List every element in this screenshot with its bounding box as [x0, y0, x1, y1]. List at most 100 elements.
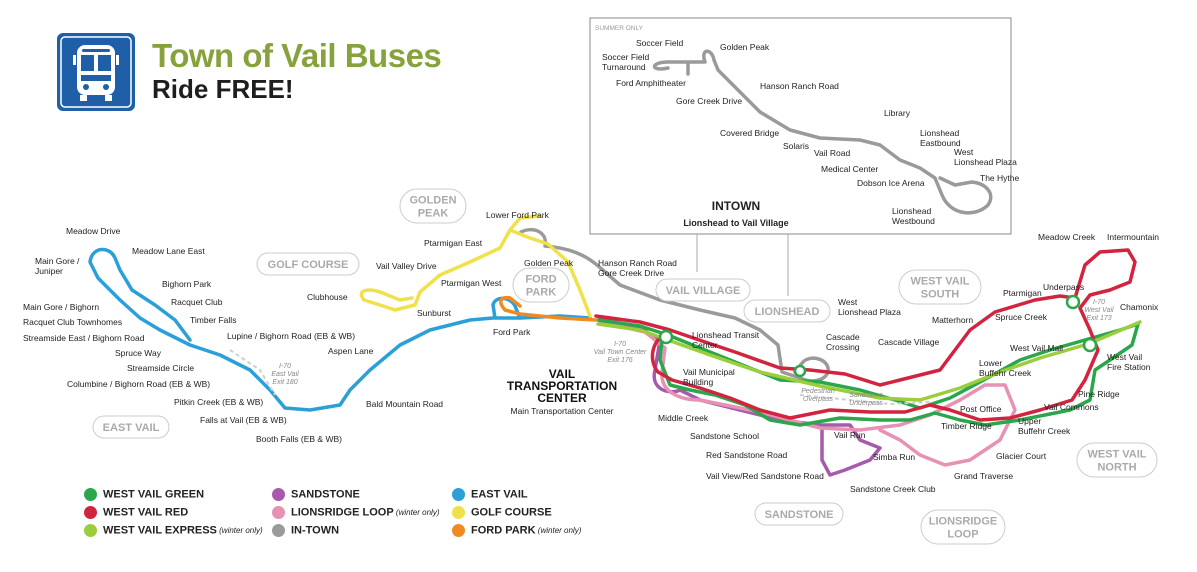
- area-bubble-west-vail-north: [1076, 442, 1158, 478]
- legend-label-golf-course: GOLF COURSE: [471, 506, 552, 519]
- intown-subtitle: Lionshead to Vail Village: [683, 218, 788, 228]
- area-label-lionshead: LIONSHEAD: [755, 306, 820, 318]
- stop-pine-ridge: Pine Ridge: [1078, 389, 1120, 399]
- legend-label-sandstone: SANDSTONE: [291, 488, 360, 501]
- legend-swatch-lionsridge-loop: [272, 506, 285, 519]
- stop-post-office: Post Office: [960, 404, 1002, 414]
- stop-aspen-lane: Aspen Lane: [328, 346, 374, 356]
- area-label-golf-course: GOLF COURSE: [268, 259, 349, 271]
- legend-item-sandstone: SANDSTONE: [272, 488, 360, 501]
- stop-spruce-way: Spruce Way: [115, 348, 162, 358]
- stop-meadow-creek: Meadow Creek: [1038, 232, 1096, 242]
- stop-medical-center: Medical Center: [821, 164, 878, 174]
- stop-cascade-village: Cascade Village: [878, 337, 940, 347]
- transfer-vail-transportation-center: [658, 329, 674, 345]
- stop-vail-view-red-sandstone: Vail View/Red Sandstone Road: [706, 471, 824, 481]
- stop-ptarmigan: Ptarmigan: [1003, 288, 1042, 298]
- stop-meadow-drive: Meadow Drive: [66, 226, 121, 236]
- area-label-sandstone: SANDSTONE: [765, 509, 834, 521]
- legend-note-lionsridge-loop: (winter only): [393, 508, 440, 517]
- area-bubble-east-vail: [92, 415, 170, 439]
- stop-golden-peak: Golden Peak: [524, 258, 574, 268]
- route-west-vail-green: [596, 318, 1140, 427]
- stop-main-gore-juniper: Main Gore /Juniper: [35, 256, 80, 276]
- stop-vail-road: Vail Road: [814, 148, 850, 158]
- stop-sandstone-school: Sandstone School: [690, 431, 759, 441]
- legend-note-west-vail-express: (winter only): [216, 526, 263, 535]
- i70-highway: [229, 349, 931, 406]
- area-bubble-golden-peak: [399, 188, 467, 224]
- stop-soccer-field: Soccer Field: [636, 38, 684, 48]
- transit-center-sub: Main Transportation Center: [511, 406, 614, 416]
- stop-timber-falls: Timber Falls: [190, 315, 236, 325]
- stop-racquet-club-townhomes: Racquet Club Townhomes: [23, 317, 122, 327]
- transfer-west-vail-fire-station: [1082, 337, 1098, 353]
- stop-middle-creek: Middle Creek: [658, 413, 709, 423]
- transfer-underpass: [1065, 294, 1081, 310]
- legend-label-in-town: IN-TOWN: [291, 524, 340, 537]
- legend-swatch-sandstone: [272, 488, 285, 501]
- legend-item-in-town: IN-TOWN: [272, 524, 339, 537]
- legend-label-east-vail: EAST VAIL: [471, 488, 528, 501]
- stop-ptarmigan-east: Ptarmigan East: [424, 238, 483, 248]
- legend-swatch-west-vail-express: [84, 524, 97, 537]
- area-bubble-west-vail-south: [898, 269, 982, 305]
- legend-swatch-west-vail-green: [84, 488, 97, 501]
- stop-bald-mountain-road: Bald Mountain Road: [366, 399, 443, 409]
- stop-pitkin-creek: Pitkin Creek (EB & WB): [174, 397, 263, 407]
- legend-swatch-west-vail-red: [84, 506, 97, 519]
- legend-swatch-golf-course: [452, 506, 465, 519]
- legend-item-ford-park: FORD PARK (winter only): [452, 524, 581, 537]
- stop-the-hythe: The Hythe: [980, 173, 1019, 183]
- stop-sunburst: Sunburst: [417, 308, 452, 318]
- stop-covered-bridge: Covered Bridge: [720, 128, 779, 138]
- stop-hanson-ranch-road-intown: Hanson Ranch Road: [760, 81, 839, 91]
- route-sandstone: [598, 316, 882, 477]
- area-label-vail-village: VAIL VILLAGE: [666, 285, 741, 297]
- legend-swatch-east-vail: [452, 488, 465, 501]
- legend-note-ford-park: (winter only): [535, 526, 582, 535]
- stop-columbine-bighorn: Columbine / Bighorn Road (EB & WB): [67, 379, 210, 389]
- area-bubble-golf-course: [256, 252, 360, 276]
- legend-item-lionsridge-loop: LIONSRIDGE LOOP (winter only): [272, 506, 439, 519]
- stop-bighorn-park: Bighorn Park: [162, 279, 212, 289]
- stop-solaris: Solaris: [783, 141, 809, 151]
- route-ford-park: [499, 295, 598, 322]
- bus-icon: [57, 33, 135, 111]
- stop-library: Library: [884, 108, 911, 118]
- stop-streamside-east: Streamside East / Bighorn Road: [23, 333, 145, 343]
- stop-red-sandstone-road: Red Sandstone Road: [706, 450, 788, 460]
- stop-intermountain: Intermountain: [1107, 232, 1159, 242]
- intown-inset-box: [589, 17, 1012, 235]
- area-bubble-lionshead: [743, 299, 831, 323]
- legend-item-golf-course: GOLF COURSE: [452, 506, 552, 519]
- area-bubble-sandstone: [754, 502, 844, 526]
- legend-label-west-vail-express: WEST VAIL EXPRESS: [103, 524, 217, 537]
- area-bubble-lionsridge-loop: [920, 509, 1006, 545]
- stop-underpass: Underpass: [1043, 282, 1084, 292]
- legend-item-west-vail-green: WEST VAIL GREEN: [84, 488, 204, 501]
- route-golf-course: [359, 214, 592, 318]
- page-title: Town of Vail Buses: [152, 37, 442, 74]
- legend-item-west-vail-express: WEST VAIL EXPRESS (winter only): [84, 524, 263, 537]
- stop-vail-run: Vail Run: [834, 430, 866, 440]
- stop-ptarmigan-west: Ptarmigan West: [441, 278, 502, 288]
- stop-booth-falls: Booth Falls (EB & WB): [256, 434, 342, 444]
- stop-falls-at-vail: Falls at Vail (EB & WB): [200, 415, 287, 425]
- stop-chamonix: Chamonix: [1120, 302, 1159, 312]
